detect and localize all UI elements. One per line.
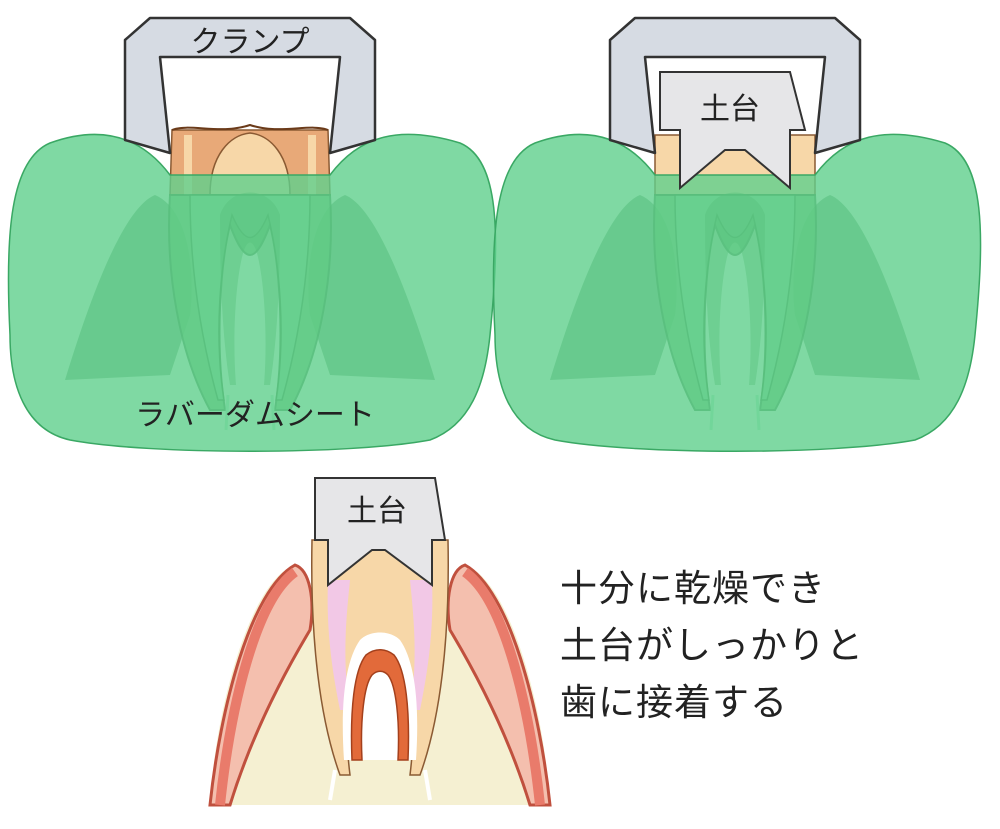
panel-core-bonded: 土台 (208, 477, 552, 807)
core-label-bottom: 土台 (347, 494, 407, 529)
caption-line-3: 歯に接着する (560, 681, 788, 724)
clamp-frame (123, 16, 377, 155)
core-label-top: 土台 (700, 92, 760, 127)
caption-block: 十分に乾燥でき 土台がしっかりと 歯に接着する (560, 560, 980, 731)
gum-right (446, 563, 552, 807)
core-buildup-bottom (314, 477, 447, 588)
clamp-label: クランプ (190, 25, 309, 60)
caption-line-2: 土台がしっかりと (560, 624, 864, 667)
core-buildup (659, 71, 807, 191)
pulp (350, 649, 410, 761)
rubber-dam-label: ラバーダムシート (135, 398, 375, 433)
clamp-frame-right (608, 16, 862, 155)
tooth-bottom (311, 539, 449, 801)
rubber-dam-sheet-right (492, 133, 982, 452)
gum-left (208, 563, 314, 807)
panel-core-with-dam: 土台 (492, 16, 982, 452)
panel-clamp-with-dam: クランプ ラバーダムシート (7, 16, 497, 452)
caption-line-1: 十分に乾燥でき (560, 567, 826, 610)
